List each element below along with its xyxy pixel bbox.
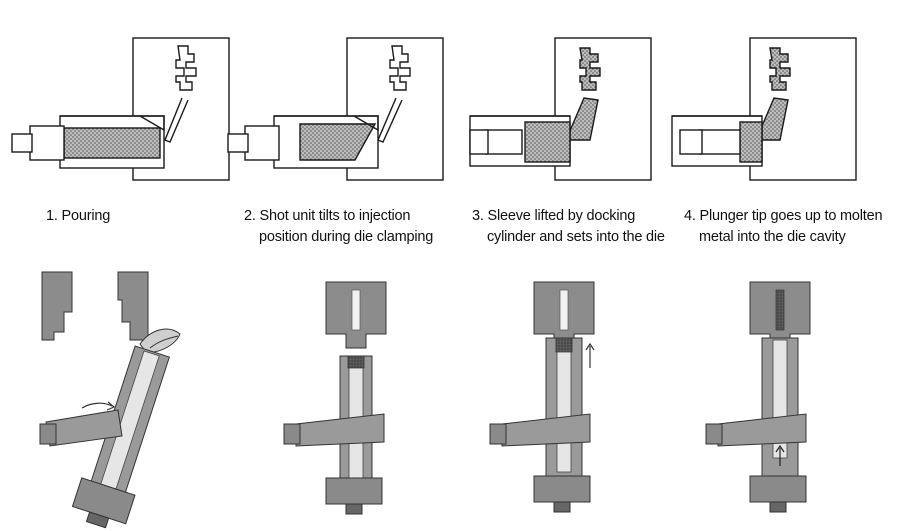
machine-step-3 [489,281,595,513]
machine-step-2 [283,281,387,515]
step-1-caption: 1. Pouring [46,206,110,227]
step-3-caption-line2: cylinder and sets into the die [487,229,665,245]
schematic-step-2 [227,37,444,181]
step-1-caption-line1: 1. Pouring [46,208,111,224]
machine-step-4 [705,281,811,513]
step-2-caption-line2: position during die clamping [259,229,434,245]
machine-step-1 [39,271,181,529]
schematic-step-4 [671,37,857,181]
step-2-caption-line1: 2. Shot unit tilts to injection [244,208,411,224]
step-2-caption: 2. Shot unit tilts to injection position… [244,206,433,248]
step-4-caption: 4. Plunger tip goes up to molten metal i… [684,206,883,248]
step-4-caption-line2: metal into the die cavity [699,229,846,245]
schematic-step-1 [11,37,230,181]
schematic-step-3 [469,37,652,181]
step-4-caption-line1: 4. Plunger tip goes up to molten [684,208,883,224]
step-3-caption: 3. Sleeve lifted by docking cylinder and… [472,206,665,248]
step-3-caption-line1: 3. Sleeve lifted by docking [472,208,636,224]
